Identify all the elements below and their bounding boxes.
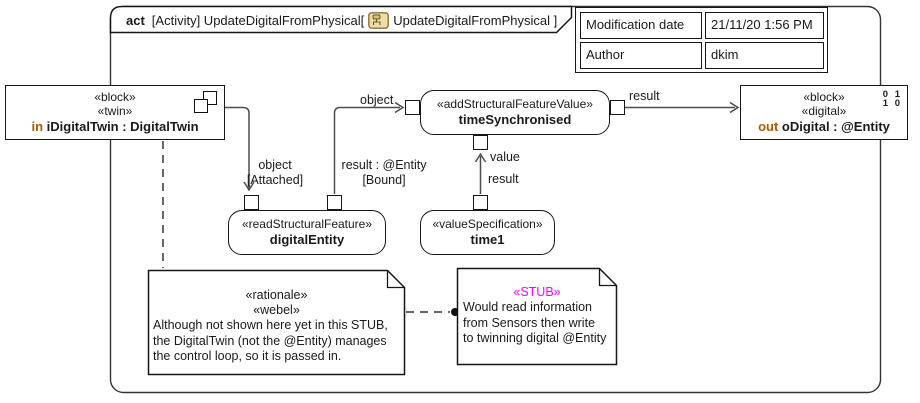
frame-title-tail: UpdateDigitalFromPhysical ] [393, 12, 558, 28]
rationale-note-shape[interactable] [147, 269, 406, 376]
note-line: the control loop, so it is passed in. [153, 349, 342, 363]
stub-note-shape[interactable] [456, 267, 618, 366]
stereotype-block: «block» [803, 90, 845, 104]
frame-title-body: [Activity] UpdateDigitalFromPhysical[ [151, 12, 365, 28]
label-value: value [490, 150, 520, 164]
stereotype-webel: «webel» [253, 303, 300, 317]
info-label-modification-date: Modification date [580, 12, 702, 39]
label-object-attached: object [Attached] [246, 158, 304, 187]
note-line: to twinning digital @Entity [463, 331, 607, 345]
frame-title-tab[interactable] [109, 5, 573, 34]
stereotype-addstructuralfeaturevalue: «addStructuralFeatureValue» [437, 97, 593, 111]
binary-badge-icon: 0 1 1 0 [882, 89, 902, 109]
parameter-node-odigital[interactable]: «block» «digital» out oDigital : @Entity… [740, 85, 908, 140]
copy-icon [194, 91, 217, 113]
info-label-author: Author [580, 42, 702, 69]
label-result-bound: result : @Entity [Bound] [341, 158, 427, 187]
label-result: result [629, 89, 660, 103]
note-line: Would read information [463, 300, 593, 314]
edge-time1-to-timesynchronised[interactable] [474, 152, 487, 194]
action-name: digitalEntity [269, 232, 345, 247]
edge-idigitaltwin-to-digitalentity[interactable] [225, 106, 255, 192]
diagram-info-table[interactable]: Modification date 21/11/20 1:56 PM Autho… [575, 7, 828, 73]
frame-title-keyword: act [126, 12, 145, 28]
info-value-modification-date[interactable]: 21/11/20 1:56 PM [705, 12, 824, 39]
action-name: time1 [470, 232, 505, 247]
frame-title: act [Activity] UpdateDigitalFromPhysical… [126, 9, 557, 31]
stereotype-twin: «twin» [97, 104, 133, 118]
stereotype-readstructuralfeature: «readStructuralFeature» [241, 217, 373, 231]
pin-result-time1[interactable] [473, 195, 488, 210]
stereotype-rationale: «rationale» [245, 288, 308, 302]
anchor-rationale-to-stub-note[interactable] [406, 308, 459, 316]
note-line: Although not shown here yet in this STUB… [153, 318, 388, 332]
direction-in: in [31, 119, 44, 134]
pin-result-timesynchronised[interactable] [610, 100, 625, 115]
label-result-vertical: result [488, 172, 519, 186]
pin-object-digitalentity[interactable] [244, 195, 259, 210]
stereotype-stub: «STUB» [513, 285, 561, 299]
note-line: from Sensors then write [463, 315, 595, 330]
parameter-name: in iDigitalTwin : DigitalTwin [31, 119, 199, 134]
info-value-author[interactable]: dkim [705, 42, 824, 69]
note-line: the DigitalTwin (not the @Entity) manage… [153, 333, 387, 348]
action-time1[interactable]: «valueSpecification» time1 [420, 210, 555, 255]
edge-digitalentity-to-timesynchronised[interactable] [333, 101, 405, 195]
edge-timesynchronised-to-odigital[interactable] [625, 101, 740, 114]
direction-out: out [758, 119, 779, 134]
parameter-name: out oDigital : @Entity [758, 119, 890, 134]
action-digitalentity[interactable]: «readStructuralFeature» digitalEntity [228, 210, 386, 255]
stub-note[interactable]: «STUB» Would read information from Senso… [461, 285, 613, 347]
activity-diagram-icon [368, 11, 390, 29]
stereotype-digital: «digital» [801, 104, 847, 118]
rationale-note[interactable]: «rationale» «webel» Although not shown h… [151, 288, 402, 365]
note-fold-corner-icon [598, 268, 617, 287]
action-timesynchronised[interactable]: «addStructuralFeatureValue» timeSynchron… [420, 90, 610, 135]
pin-result-digitalentity[interactable] [327, 195, 342, 210]
action-name: timeSynchronised [458, 112, 572, 127]
pin-object-timesynchronised[interactable] [405, 100, 420, 115]
note-fold-corner-icon [386, 270, 405, 289]
stereotype-valuespecification: «valueSpecification» [432, 217, 543, 231]
pin-value-timesynchronised[interactable] [473, 135, 488, 150]
parameter-node-idigitaltwin[interactable]: «block» «twin» in iDigitalTwin : Digital… [5, 85, 225, 140]
stereotype-block: «block» [94, 90, 136, 104]
label-object: object [360, 93, 394, 107]
